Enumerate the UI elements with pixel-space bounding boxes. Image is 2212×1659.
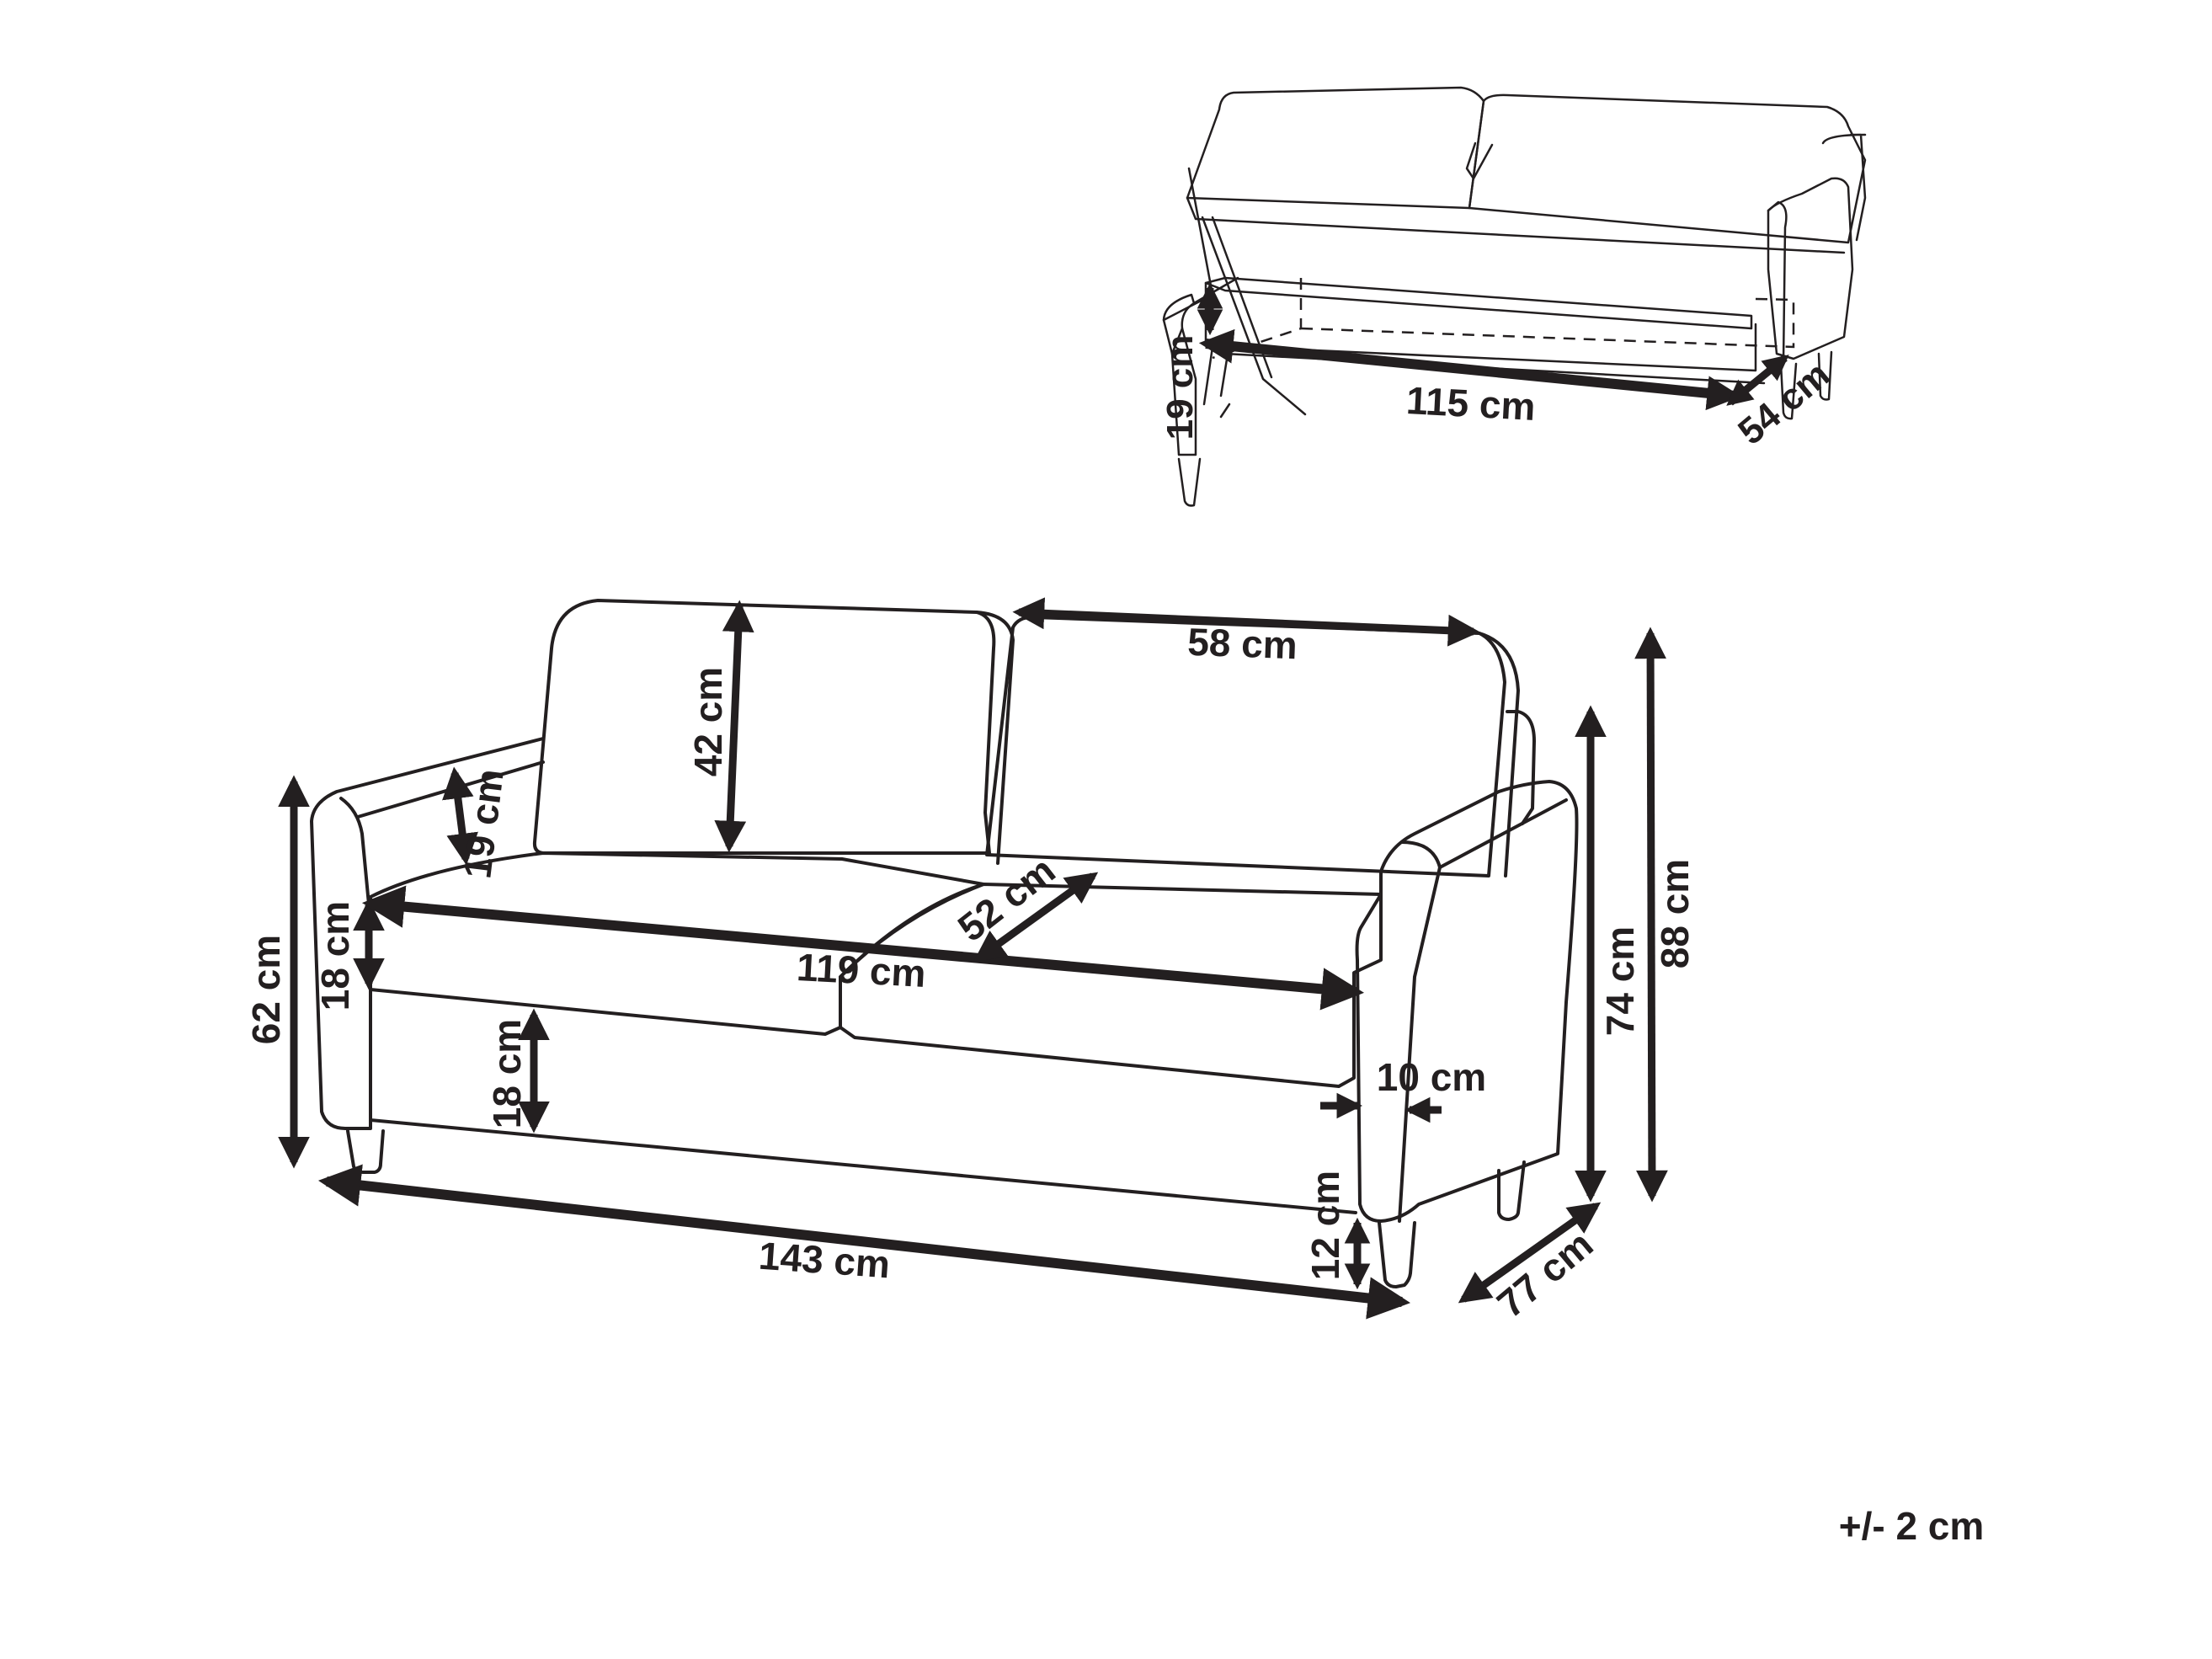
total-width-arrow [317,1164,1411,1320]
total-width-label: 143 cm [757,1234,891,1287]
storage-height-label: 19 cm [1159,335,1201,440]
tolerance-note: +/- 2 cm [1839,1504,1985,1548]
storage-depth-arrow [1726,355,1789,406]
seat-width-label: 119 cm [796,945,927,995]
storage-width-label: 115 cm [1405,378,1537,429]
backrest-height-label: 42 cm [686,667,730,776]
total-height-arrow [1634,627,1668,1203]
storage-depth-label: 54 cm [1730,354,1837,453]
storage-lid-right-cushion [1468,93,1867,244]
storage-right-arm [1767,177,1854,360]
right-front-leg [1378,1221,1416,1288]
seat-thickness-label: 18 cm [313,901,357,1011]
left-back-cushion [532,599,996,855]
base-height-label: 18 cm [485,1019,529,1128]
storage-lid-left-cushion [1186,86,1485,210]
storage-box [1204,276,1753,330]
backrest-height-arrow [714,600,754,853]
seat-width-arrow [361,885,1365,1011]
seat-height-label: 74 cm [1598,926,1642,1036]
leg-height-label: 12 cm [1303,1171,1347,1280]
left-seat-cushion [369,851,985,1036]
left-front-leg [346,1129,385,1174]
armrest-width-label: 10 cm [1377,1055,1486,1099]
armrest-above-seat-arrow [442,766,478,866]
main-dimensions: 58 cm 42 cm 19 cm 62 cm 18 cm 119 cm 52 … [244,597,1697,1326]
seat-depth-arrow [973,872,1099,963]
main-sofa-drawing [310,599,1579,1288]
total-height-label: 88 cm [1653,859,1697,968]
right-armrest [1355,780,1579,1223]
armrest-above-seat-label: 19 cm [455,766,512,881]
backrest-width-arrow [1012,597,1480,647]
storage-width-arrow [1198,328,1742,411]
total-depth-arrow [1458,1202,1602,1304]
backrest-width-label: 58 cm [1186,620,1298,668]
armrest-floor-height-label: 62 cm [244,935,288,1044]
